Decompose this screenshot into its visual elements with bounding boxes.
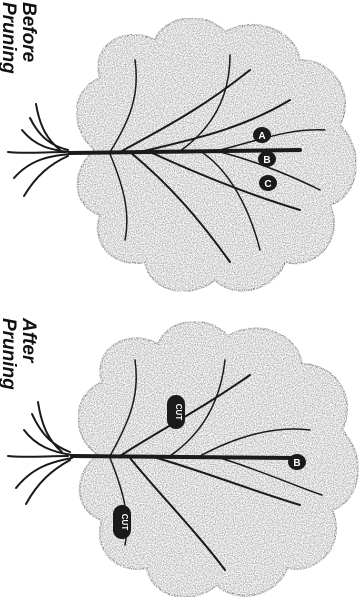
cut-marker-upper-label: CUT [174,404,183,421]
before-foliage [77,18,356,291]
marker-c-label: C [264,179,271,190]
before-pruning-plant: A B C [8,18,356,291]
marker-a-label: A [258,131,265,142]
after-pruning-plant: CUT CUT B [8,322,358,597]
before-roots [8,104,70,196]
after-roots [8,402,72,504]
cut-marker-lower-label: CUT [120,514,129,531]
marker-b-label: B [263,155,270,166]
marker-b-after-label: B [293,458,300,469]
